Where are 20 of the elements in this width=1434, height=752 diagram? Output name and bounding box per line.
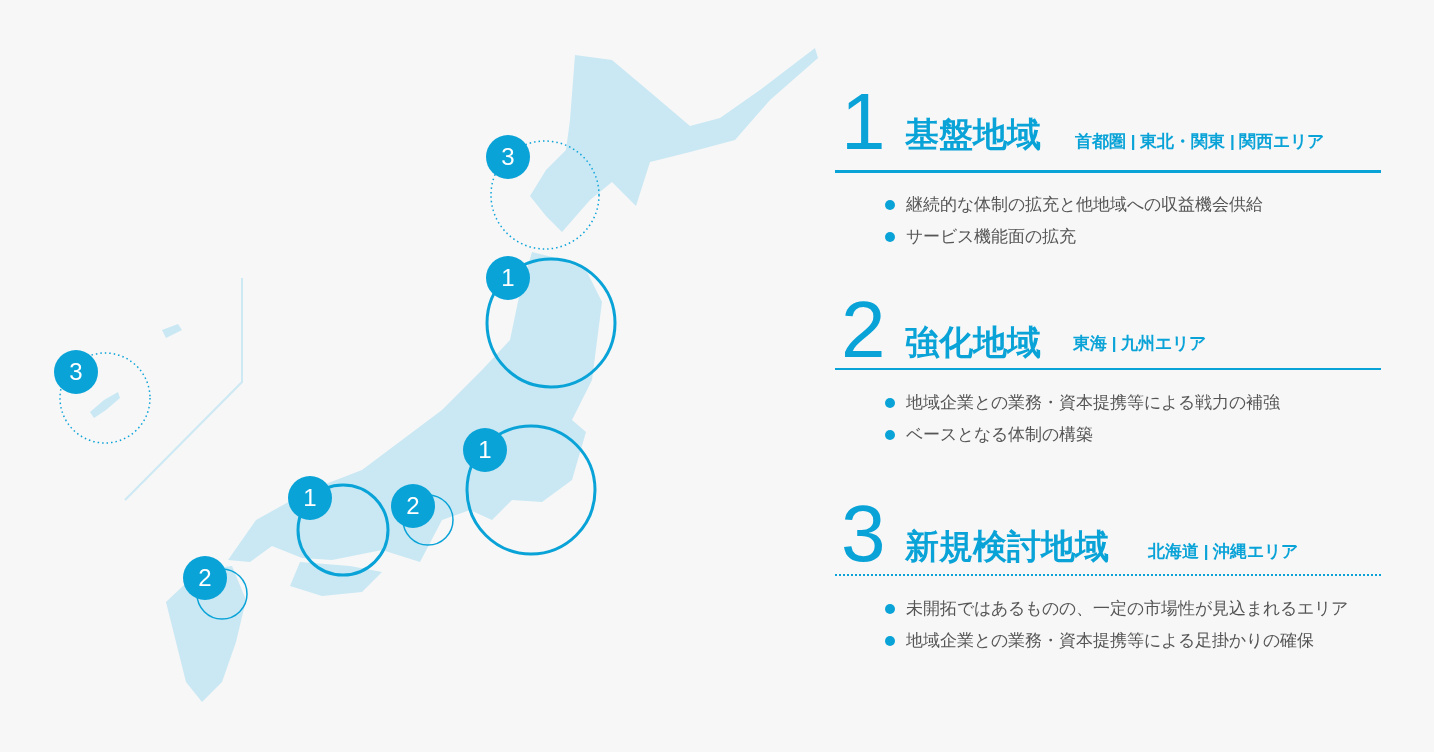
number-badge: 1 — [288, 476, 332, 520]
number-badge: 1 — [486, 256, 530, 300]
bullet-text: 地域企業との業務・資本提携等による足掛かりの確保 — [906, 630, 1314, 652]
bullet-text: 継続的な体制の拡充と他地域への収益機会供給 — [906, 194, 1263, 216]
area-list: 東海 | 九州エリア — [1073, 332, 1207, 355]
number-badge: 2 — [183, 556, 227, 600]
number-badge: 3 — [54, 350, 98, 394]
area-list: 首都圏 | 東北・関東 | 関西エリア — [1075, 130, 1325, 153]
bullet-text: 地域企業との業務・資本提携等による戦力の補強 — [906, 392, 1280, 414]
bullet-text: サービス機能面の拡充 — [906, 226, 1076, 248]
section-number: 1 — [841, 82, 886, 162]
bullet-text: 未開拓ではあるものの、一定の市場性が見込まれるエリア — [906, 598, 1348, 620]
section-number: 2 — [841, 290, 886, 370]
section-number: 3 — [841, 494, 886, 574]
area-list: 北海道 | 沖縄エリア — [1148, 540, 1299, 563]
section-heading: 強化地域 — [905, 322, 1041, 363]
bullet-text: ベースとなる体制の構築 — [906, 424, 1093, 446]
section-heading: 基盤地域 — [905, 114, 1041, 155]
section-heading: 新規検討地域 — [905, 526, 1109, 567]
number-badge: 3 — [486, 135, 530, 179]
